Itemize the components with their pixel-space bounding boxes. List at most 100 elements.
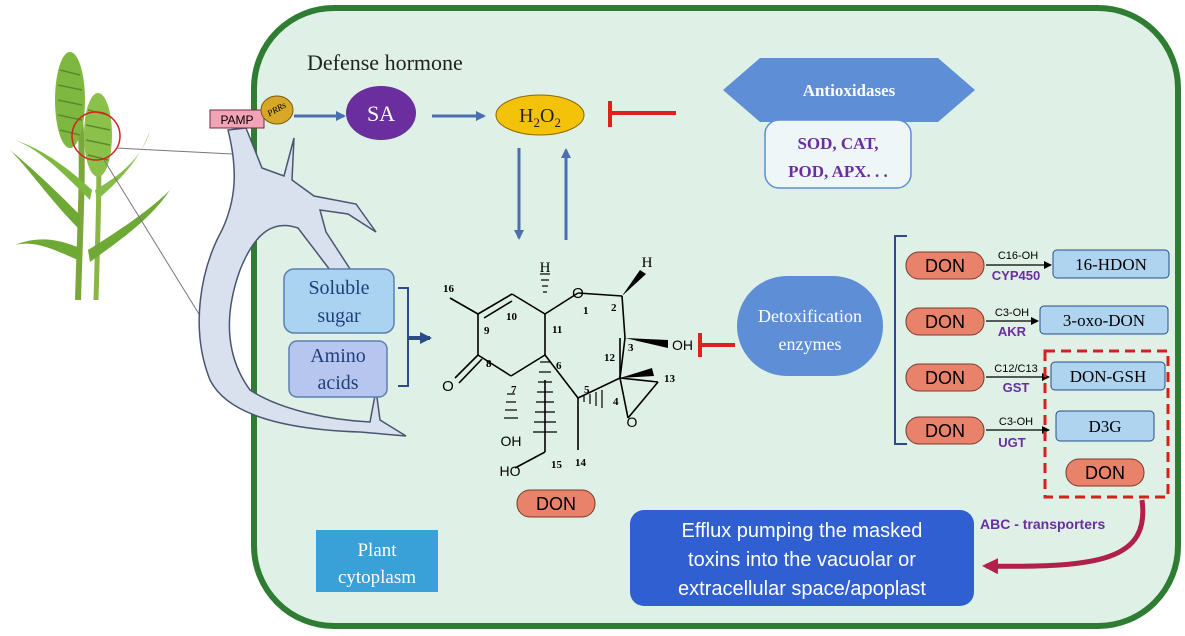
don-molecule-badge <box>516 489 596 518</box>
svg-text:3-oxo-DON: 3-oxo-DON <box>1063 311 1145 330</box>
receptor-structure <box>198 127 407 437</box>
masked-don-label: DON <box>1085 463 1125 483</box>
amino-acids-box <box>288 340 388 398</box>
num-8: 8 <box>486 358 492 370</box>
h2o2-sub1: 2 <box>534 115 541 130</box>
enzymes-line2: POD, APX. . . <box>788 162 888 181</box>
antioxidases-label: Antioxidases <box>803 81 896 100</box>
svg-text:C3-OH: C3-OH <box>995 307 1029 319</box>
svg-text:AKR: AKR <box>998 324 1027 339</box>
plant-cell-outline <box>251 5 1181 629</box>
svg-text:C12/C13: C12/C13 <box>994 363 1037 375</box>
svg-text:UGT: UGT <box>998 435 1026 450</box>
num-16: 16 <box>443 283 455 295</box>
h2o2-node <box>495 94 585 136</box>
don-molecule-label: DON <box>536 494 576 514</box>
product-don-gsh <box>1050 361 1166 391</box>
svg-text:DON: DON <box>925 368 965 388</box>
d3g-label: D3G <box>1088 417 1121 436</box>
product-16-hdon <box>1052 249 1170 279</box>
svg-text:CYP450: CYP450 <box>992 268 1040 283</box>
wedge-c3-oh <box>625 338 668 348</box>
soluble-sugar-box <box>283 268 395 334</box>
num-2: 2 <box>611 302 617 314</box>
num-15: 15 <box>551 459 563 471</box>
efflux-line2: toxins into the vacuolar or <box>688 549 916 571</box>
num-1: 1 <box>583 305 589 317</box>
num-9: 9 <box>484 325 490 337</box>
antioxidase-enzymes-box <box>764 119 912 189</box>
detox-bracket <box>894 235 907 445</box>
plant-cytoplasm-line2: cytoplasm <box>338 567 416 588</box>
num-10: 10 <box>506 311 518 323</box>
sa-label: SA <box>367 101 395 126</box>
detox-line1: Detoxification <box>758 306 862 326</box>
num-14: 14 <box>575 457 587 469</box>
atom-o-keto: O <box>442 378 454 395</box>
svg-text:DON: DON <box>925 421 965 441</box>
don-substrate-2 <box>905 307 985 336</box>
num-5: 5 <box>584 384 590 396</box>
wedge-c13 <box>620 368 654 378</box>
reaction-row-3: DON C12/C13 GST DON-GSH <box>905 361 1166 395</box>
atom-oh7: OH <box>501 433 522 449</box>
svg-text:DON: DON <box>925 256 965 276</box>
zoom-circle <box>71 111 121 161</box>
don-substrate-3 <box>905 363 985 392</box>
abc-transporter-arrow <box>982 499 1146 575</box>
atom-ho15: HO <box>500 463 521 479</box>
h2o2-sub2: 2 <box>554 115 561 130</box>
efflux-box <box>630 510 974 606</box>
wheat-plant-illustration <box>10 52 170 301</box>
pamp-label: PAMP <box>220 113 253 127</box>
defense-hormone-label: Defense hormone <box>307 50 463 75</box>
prrs-receptor <box>260 95 294 125</box>
svg-text:C3-OH: C3-OH <box>999 416 1033 428</box>
antioxidases-hexagon <box>723 58 975 122</box>
num-4: 4 <box>613 396 619 408</box>
don-substrate-1 <box>905 251 985 280</box>
product-d3g <box>1055 410 1155 442</box>
reaction-row-2: DON C3-OH AKR 3-oxo-DON <box>905 305 1169 339</box>
num-6: 6 <box>556 360 562 372</box>
num-11: 11 <box>552 324 562 336</box>
h2o2-h: H <box>519 105 533 127</box>
pamp-box <box>209 109 265 129</box>
svg-text:GST: GST <box>1003 380 1030 395</box>
product-3-oxo-don <box>1039 305 1169 335</box>
amino-acids-line2: acids <box>317 372 358 394</box>
amino-acids-line1: Amino <box>310 345 366 367</box>
enzymes-line1: SOD, CAT, <box>797 134 878 153</box>
svg-text:DON-GSH: DON-GSH <box>1070 367 1147 386</box>
num-13: 13 <box>664 373 676 385</box>
abc-transporters-label: ABC - transporters <box>980 516 1105 532</box>
soluble-sugar-line2: sugar <box>317 305 361 327</box>
efflux-line1: Efflux pumping the masked <box>682 520 923 542</box>
efflux-line3: extracellular space/apoplast <box>678 578 926 600</box>
num-7: 7 <box>511 384 517 396</box>
reaction-row-4: DON C3-OH UGT <box>905 416 1050 450</box>
masked-don-badge <box>1065 458 1145 487</box>
soluble-sugar-line1: Soluble <box>308 277 369 299</box>
plant-cytoplasm-box <box>316 530 438 592</box>
num-12: 12 <box>604 352 616 364</box>
detox-enzymes-node <box>737 276 883 376</box>
masked-toxins-box <box>1043 349 1170 499</box>
svg-text:C16-OH: C16-OH <box>998 250 1038 262</box>
h2o2-o: O <box>540 105 554 127</box>
atom-o-epoxide: O <box>627 414 638 430</box>
num-3: 3 <box>628 342 634 354</box>
atom-h-top: H <box>540 260 551 276</box>
atom-h-right: H <box>642 255 653 271</box>
don-substrate-4 <box>905 416 985 445</box>
detox-line2: enzymes <box>779 334 842 354</box>
svg-text:16-HDON: 16-HDON <box>1075 255 1147 274</box>
reaction-row-1: DON C16-OH CYP450 16-HDON <box>905 249 1170 283</box>
atom-oh3: OH <box>672 337 693 353</box>
h2o2-label: H2O2 <box>519 105 561 130</box>
plant-cytoplasm-line1: Plant <box>357 540 397 561</box>
atom-o1: O <box>572 285 584 302</box>
wedge-c2-h <box>622 270 646 296</box>
svg-text:DON: DON <box>925 312 965 332</box>
